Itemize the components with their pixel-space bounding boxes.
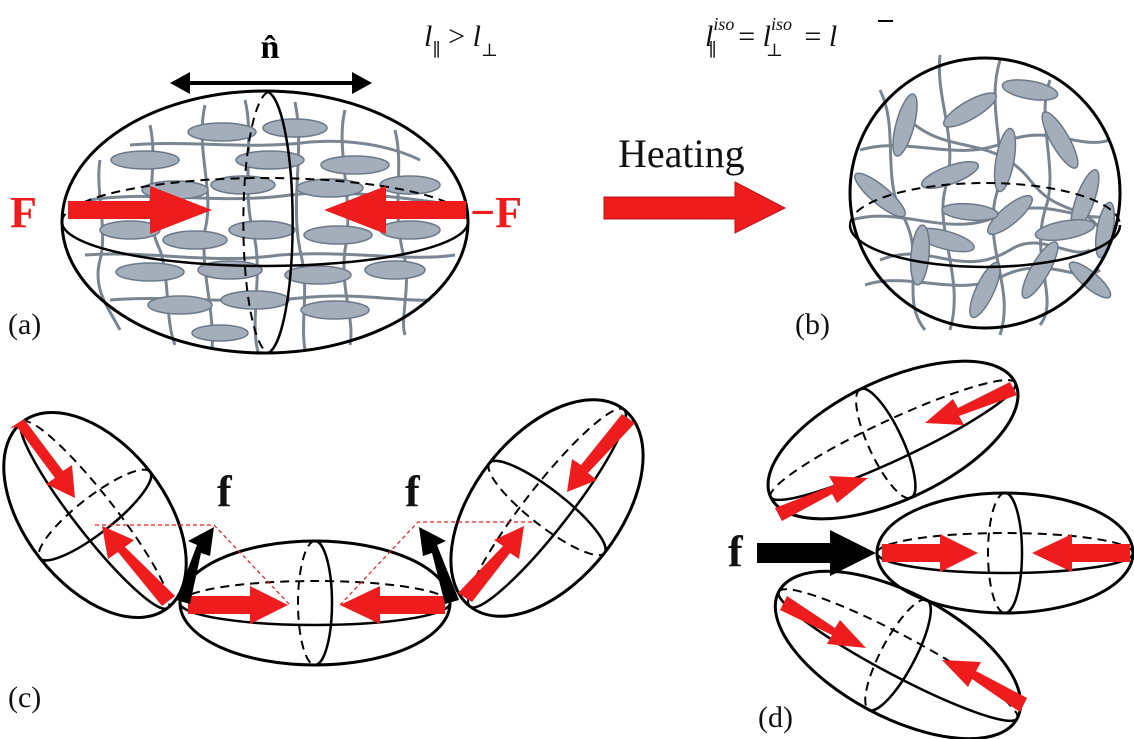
force-arrows-d (775, 382, 1130, 712)
force-arrow-right (68, 186, 212, 234)
panel-label-b: (b) (795, 308, 830, 341)
force-arrow-left (324, 186, 466, 234)
force-label-left: F (10, 188, 37, 237)
force-label-f-left: f (217, 467, 233, 516)
panel-a: n̂ l∥ > l⊥ (8, 20, 522, 355)
force-arrows-c (10, 414, 635, 624)
force-label-f-right: f (405, 467, 421, 516)
ellipsoid-d-bottom (773, 569, 1023, 739)
sphere-b (848, 56, 1122, 330)
mesogens-a (99, 118, 441, 342)
panel-d: f (d) (728, 359, 1134, 739)
director-arrow (170, 72, 372, 94)
f-arrows-c (176, 527, 459, 604)
heating-arrow (603, 181, 787, 234)
equation-a: l∥ > l⊥ (424, 20, 498, 60)
f-arrow-d (757, 530, 876, 576)
ellipsoid-c-right (449, 398, 645, 618)
force-label-f-d: f (728, 527, 744, 576)
equation-b: liso∥ = liso⊥ = l (705, 14, 837, 60)
construction-lines-c (95, 521, 532, 606)
heating-process: Heating (603, 131, 787, 234)
mesogens-b (854, 79, 1116, 319)
force-arrows-a (68, 186, 466, 234)
panel-c: f f (c) (2, 398, 645, 714)
ellipsoid-d-middle (875, 491, 1134, 615)
director-label: n̂ (261, 29, 280, 66)
panel-label-d: (d) (758, 701, 793, 734)
panel-label-c: (c) (8, 681, 41, 714)
heating-label: Heating (618, 131, 745, 176)
ellipsoid-d-top (766, 359, 1020, 521)
polymer-strands-a (84, 99, 461, 353)
panel-label-a: (a) (8, 308, 41, 341)
panel-b: liso∥ = liso⊥ = l (705, 14, 1122, 341)
force-label-right: −F (470, 188, 522, 237)
ellipsoid-a (60, 89, 470, 355)
